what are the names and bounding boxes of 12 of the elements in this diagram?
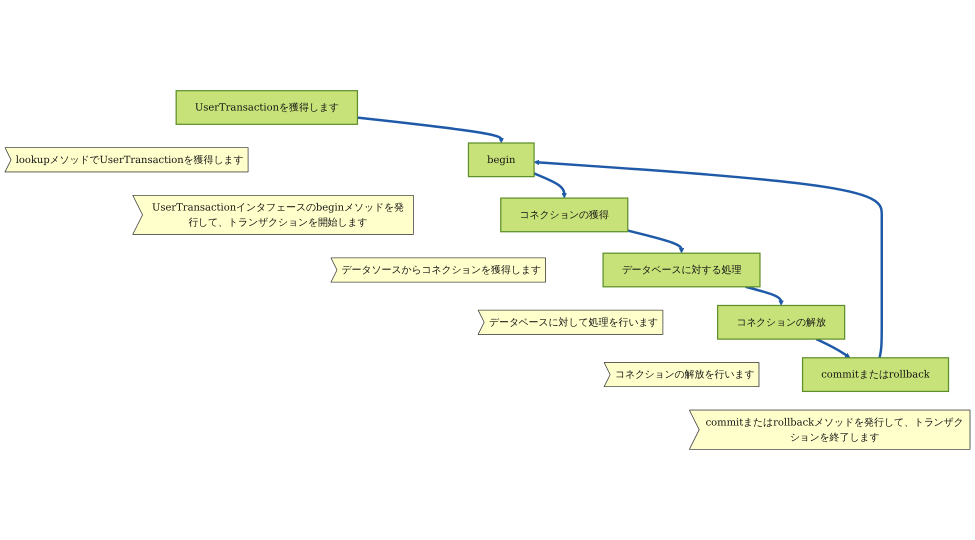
arrow bbox=[534, 172, 567, 198]
node-box: コネクションの獲得 bbox=[500, 197, 628, 232]
arrow bbox=[534, 160, 883, 358]
node-box: begin bbox=[468, 142, 535, 178]
node-box: UserTransactionを獲得します bbox=[176, 90, 358, 125]
node-box: commitまたはrollback bbox=[802, 357, 950, 392]
arrow bbox=[745, 286, 784, 306]
arrow bbox=[816, 338, 850, 358]
node-box: データベースに対する処理 bbox=[602, 252, 761, 288]
arrow bbox=[357, 116, 504, 144]
node-box: コネクションの解放 bbox=[717, 304, 846, 340]
arrow bbox=[627, 229, 684, 254]
